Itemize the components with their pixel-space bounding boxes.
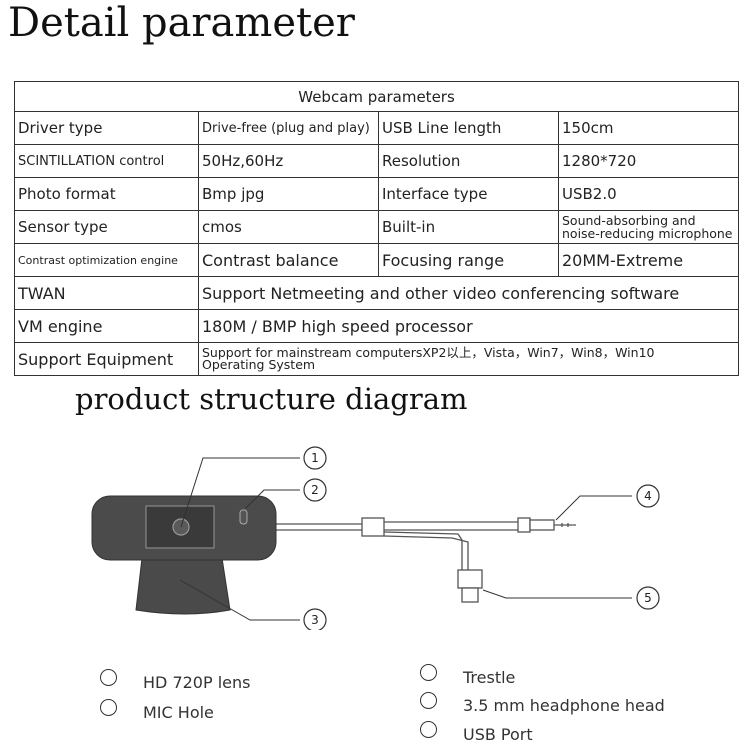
param-value: cmos [198,210,379,244]
param-name: Contrast optimization engine [14,243,199,277]
legend-item: MIC Hole [100,699,214,722]
legend-number [100,669,117,686]
svg-text:5: 5 [644,591,652,605]
legend-number [420,692,437,709]
param-name: Driver type [14,111,199,145]
legend-item: USB Port [420,721,533,744]
param-value: Drive-free (plug and play) [198,111,379,145]
cable-junction [361,517,385,537]
param-value: 150cm [557,111,740,145]
marker-2: 2 [303,478,327,502]
table-row: TWAN Support Netmeeting and other video … [14,276,740,310]
legend-number [420,664,437,681]
param-value: 20MM-Extreme [557,243,740,277]
table-row: Contrast optimization engine Contrast ba… [14,243,740,277]
param-value-line: noise-reducing microphone [562,226,733,241]
usb-connector [457,569,483,603]
legend-label: MIC Hole [143,703,214,722]
marker-5: 5 [636,586,660,610]
param-name: TWAN [14,276,199,310]
webcam-structure-diagram: 1 2 3 4 5 [91,446,660,630]
legend-label: Trestle [463,668,516,687]
param-name: Interface type [378,177,559,211]
param-value: Support Netmeeting and other video confe… [197,276,740,310]
param-value: 1280*720 [557,144,740,178]
trestle [135,557,231,615]
legend-item: 3.5 mm headphone head [420,692,665,715]
svg-text:4: 4 [644,489,652,503]
table-row: Driver type Drive-free (plug and play) U… [14,111,740,145]
legend-item: HD 720P lens [100,669,250,692]
param-name: USB Line length [378,111,559,145]
table-row: Photo format Bmp jpg Interface type USB2… [14,177,740,211]
marker-4: 4 [636,484,660,508]
table-caption: Webcam parameters [13,81,740,112]
legend-label: HD 720P lens [143,673,251,692]
usb-cable [270,521,518,570]
svg-text:2: 2 [311,483,319,497]
param-value-line: Operating System [202,357,316,372]
marker-3: 3 [303,608,327,630]
param-name: Photo format [14,177,199,211]
table-row: SCINTILLATION control 50Hz,60Hz Resoluti… [14,144,740,178]
param-value-line: Support for mainstream computersXP2以上，Vi… [202,345,655,360]
marker-1: 1 [303,446,327,470]
headphone-plug [517,517,576,533]
table-row: VM engine 180M / BMP high speed processo… [14,309,740,343]
table-row: Sensor type cmos Built-in Sound-absorbin… [14,210,740,244]
leader-lines [179,457,632,621]
table-caption-row: Webcam parameters [13,81,740,112]
svg-text:3: 3 [311,613,319,627]
webcam-parameters-table: Webcam parameters Driver type Drive-free… [13,81,740,376]
legend-number [100,699,117,716]
mic-hole-icon [239,509,248,525]
svg-text:1: 1 [311,451,319,465]
param-value-line: Sound-absorbing and [562,213,696,228]
param-value: 180M / BMP high speed processor [197,309,740,343]
param-value: 50Hz,60Hz [198,144,379,178]
param-name: Support Equipment [14,342,199,376]
param-name: Built-in [378,210,559,244]
param-name: Resolution [378,144,559,178]
structure-diagram-title: product structure diagram [75,382,468,416]
param-name: Sensor type [14,210,199,244]
param-name: Focusing range [378,243,559,277]
param-name: SCINTILLATION control [14,144,199,178]
legend-number [420,721,437,738]
legend-label: 3.5 mm headphone head [463,696,665,715]
table-row: Support Equipment Support for mainstream… [14,342,740,376]
param-value: USB2.0 [557,177,740,211]
param-value: Contrast balance [198,243,379,277]
param-name: VM engine [14,309,199,343]
legend-item: Trestle [420,664,515,687]
param-value: Sound-absorbing and noise-reducing micro… [557,210,740,244]
param-value: Bmp jpg [198,177,379,211]
page-title: Detail parameter [8,0,355,46]
param-value: Support for mainstream computersXP2以上，Vi… [197,342,740,376]
legend-label: USB Port [463,725,533,744]
